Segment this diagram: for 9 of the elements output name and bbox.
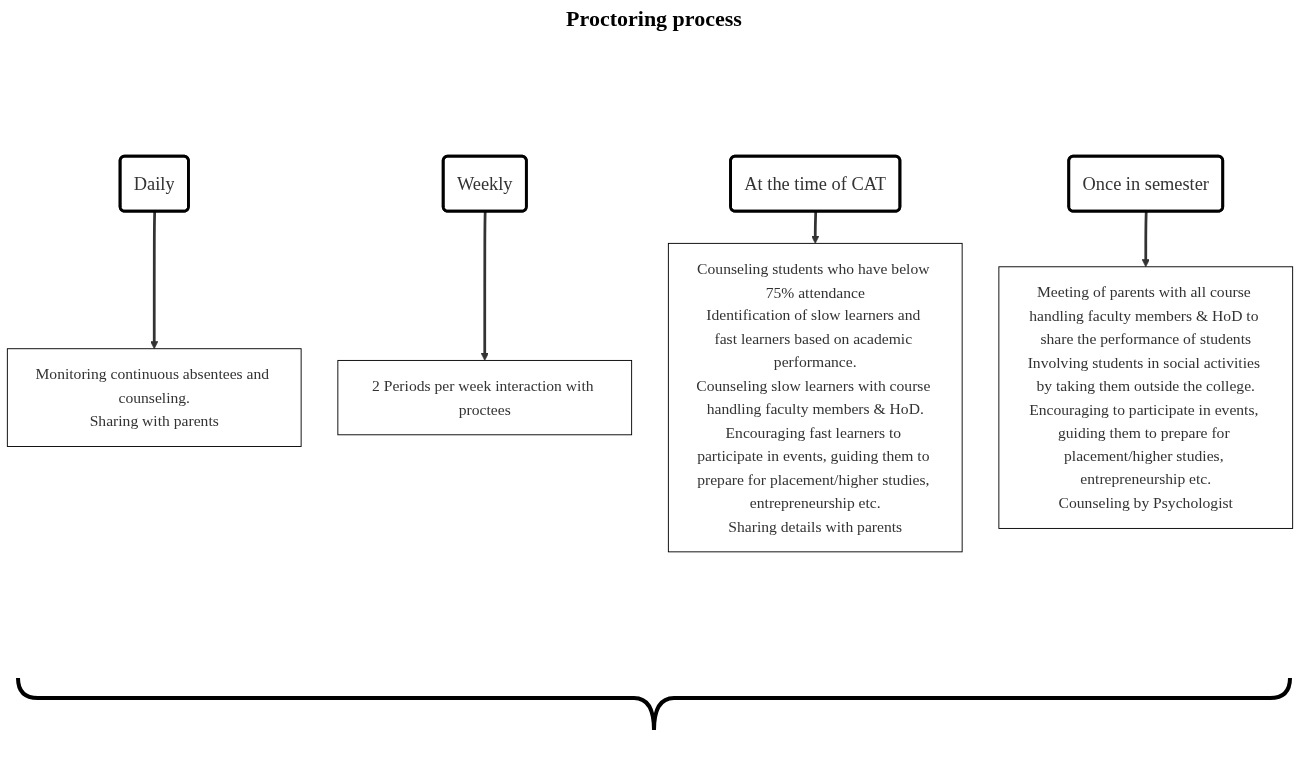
node-box: Meeting of parents with all course handling faculty members & HoD to share the performance of students Involving students in social activities by taking them outside the college. Encouraging to participate in events, guiding them to prepare for placement/higher studies, entrepreneurship etc. Counseling by Psychologist xyxy=(998,266,1294,529)
arrow xyxy=(1141,211,1150,268)
node-box: Counseling students who have below 75% attendance Identification of slow learners and fast learners based on academic performance. Counseling slow learners with course handling faculty members & HoD. Encouraging fast learners to participate in events, guiding them to prepare for placement/higher studies, entrepreneurship etc. Sharing details with parents xyxy=(667,242,963,553)
node-box: Monitoring continuous absentees and counseling. Sharing with parents xyxy=(6,348,302,447)
node-box: 2 Periods per week interaction with proctees xyxy=(337,359,633,436)
arrow xyxy=(480,211,489,361)
diagram-title: Proctoring process xyxy=(565,6,743,32)
arrow xyxy=(811,211,820,244)
arrow xyxy=(150,211,159,350)
